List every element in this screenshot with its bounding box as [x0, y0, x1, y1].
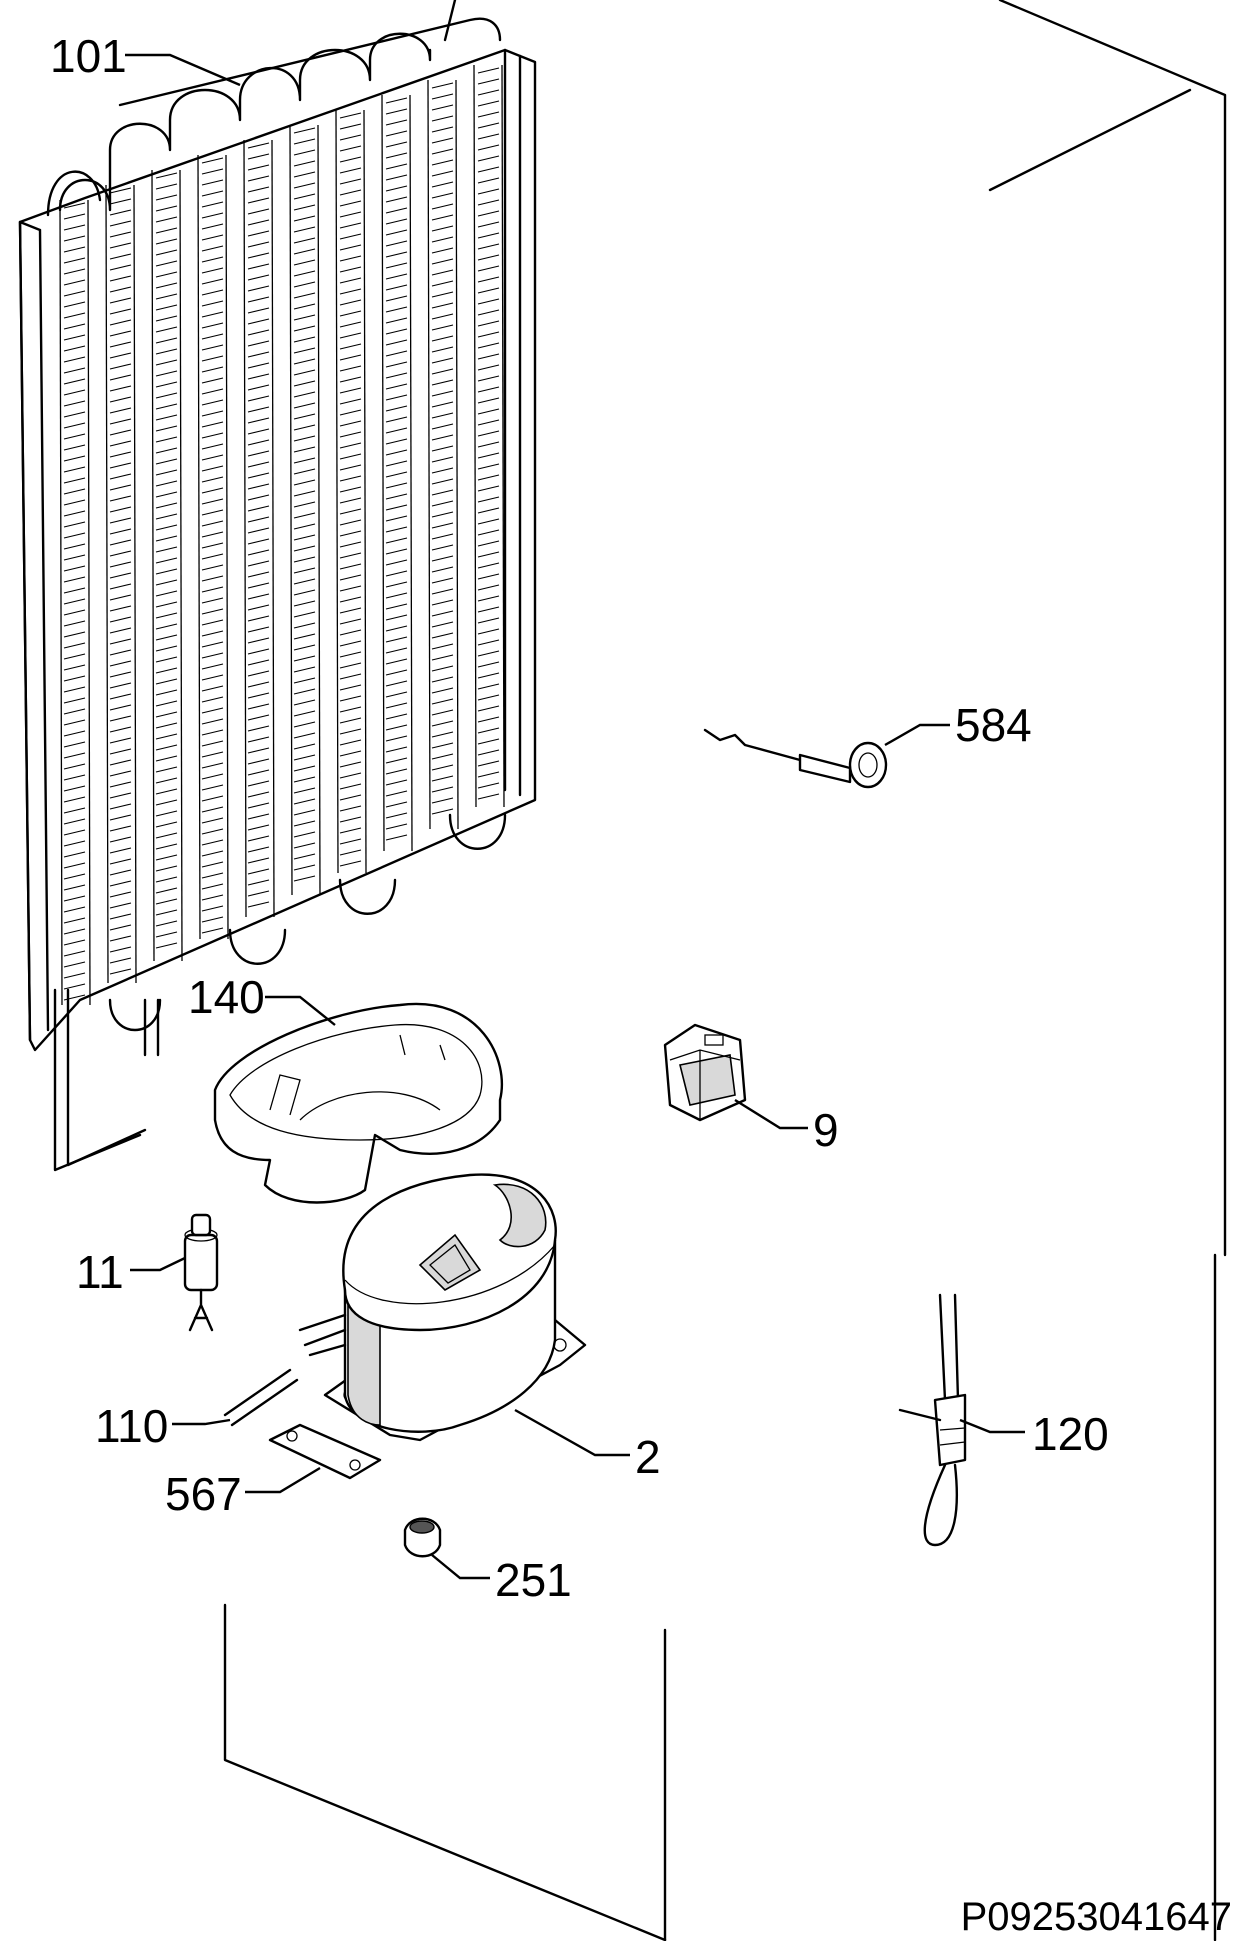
callout-9: 9	[813, 1104, 839, 1156]
grommet-icon	[403, 1517, 442, 1558]
compressor-icon	[298, 1173, 587, 1442]
drawing-code: P09253041647	[961, 1895, 1232, 1939]
process-tube-icon	[223, 1368, 299, 1427]
thermostat-probe-icon	[703, 728, 888, 789]
callout-120: 120	[1032, 1408, 1109, 1460]
callout-11: 11	[76, 1246, 124, 1298]
leader-lines	[125, 53, 1025, 1580]
mounting-plate-icon	[268, 1423, 382, 1480]
callout-251: 251	[495, 1554, 572, 1606]
callout-101: 101	[50, 30, 127, 82]
overload-cable-icon	[898, 1293, 967, 1547]
callout-labels: 101 584 140 9 11 110 2 120 567 251	[50, 30, 1109, 1606]
callout-2: 2	[635, 1431, 661, 1483]
starter-relay-icon	[663, 1023, 747, 1122]
cabinet-outline	[223, 0, 1227, 1941]
drip-tray-icon	[213, 1002, 504, 1204]
callout-584: 584	[955, 699, 1032, 751]
callout-110: 110	[95, 1400, 168, 1452]
condenser-coil-icon	[18, 17, 537, 1172]
callout-567: 567	[165, 1468, 242, 1520]
callout-140: 140	[188, 971, 265, 1023]
dryer-filter-icon	[183, 1213, 219, 1332]
